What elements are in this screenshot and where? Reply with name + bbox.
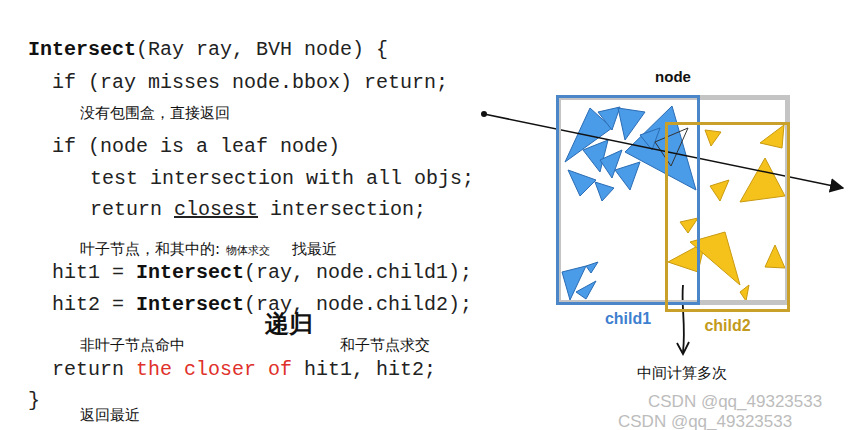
bbox-child: child1 <box>556 95 700 305</box>
box-heading: node <box>655 68 691 85</box>
box-heading: child2 <box>704 317 750 334</box>
annotation-row: 中间计算多次 <box>637 361 727 385</box>
gold-triangle <box>740 285 749 301</box>
annotation-row: 返回最近 <box>80 403 140 427</box>
annotation: 和子节点求交 <box>340 336 430 354</box>
outlined-triangle <box>655 128 688 166</box>
box-heading-wrap: node <box>541 67 805 87</box>
code-line-row: return closest intersection; <box>90 198 426 222</box>
code-line: Intersect <box>136 293 244 316</box>
annotation: 中间计算多次 <box>637 364 727 382</box>
code-line: closest <box>174 198 258 221</box>
code-line: return <box>90 198 162 221</box>
triangle-group <box>562 106 785 301</box>
handwritten-note-row: 递归 <box>265 312 313 339</box>
watermark-row: CSDN @qq_49323533 <box>648 390 822 414</box>
annotation: 找最近 <box>292 240 337 258</box>
leader-arrowhead <box>677 342 689 354</box>
gold-triangle <box>680 218 698 233</box>
code-line-row: Intersect(Ray ray, BVH node) { <box>28 38 388 62</box>
code-line-row: return the closer of hit1, hit2; <box>52 358 436 382</box>
blue-triangle <box>595 182 614 201</box>
blue-triangle <box>568 170 596 196</box>
blue-triangle <box>625 106 696 190</box>
blue-triangle <box>615 162 640 190</box>
annotation-row: 非叶子节点命中 <box>80 333 185 357</box>
bbox-child: child2 <box>665 122 790 312</box>
box-heading-wrap: child2 <box>648 316 807 336</box>
annotation: 物体求交 <box>226 244 270 257</box>
annotation-row: 叶子节点，和其中的: 物体求交 找最近 <box>80 237 337 263</box>
blue-triangle <box>576 281 596 299</box>
code-line: test intersection with all objs; <box>90 167 474 190</box>
code-line-row: if (ray misses node.bbox) return; <box>52 71 448 95</box>
code-line-row: test intersection with all objs; <box>90 167 474 191</box>
annotation: 返回最近 <box>80 406 140 424</box>
gold-triangle <box>765 245 785 268</box>
code-line: Intersect <box>28 38 136 61</box>
code-line: if (ray misses node.bbox) return; <box>52 71 448 94</box>
annotation: 叶子节点，和其中的: <box>80 240 220 258</box>
box-heading: child1 <box>605 310 651 327</box>
gold-triangle <box>710 180 729 201</box>
code-line: hit1, hit2; <box>304 358 436 381</box>
gold-triangle <box>760 125 784 148</box>
code-line: (Ray ray, BVH node) { <box>136 38 388 61</box>
blue-triangle <box>598 107 620 130</box>
box-heading-wrap: child1 <box>539 309 717 329</box>
blue-triangle <box>586 262 598 273</box>
annotation-row: 没有包围盒，直接返回 <box>80 101 230 125</box>
annotation-row: 和子节点求交 <box>340 333 430 357</box>
code-line-row: } <box>28 389 40 413</box>
bbox-node: nodechild1child2 <box>556 95 790 305</box>
code-line: the closer of <box>136 358 292 381</box>
code-line-row: hit1 = Intersect(ray, node.child1); <box>52 261 472 285</box>
annotation: 没有包围盒，直接返回 <box>80 104 230 122</box>
code-line: (ray, node.child1); <box>244 261 472 284</box>
gold-triangle <box>740 158 785 202</box>
code-line: intersection; <box>270 198 426 221</box>
gold-triangle <box>705 130 721 146</box>
code-line: return <box>52 358 124 381</box>
annotation: 非叶子节点命中 <box>80 336 185 354</box>
code-line: } <box>28 389 40 412</box>
code-line-row: hit2 =Intersect(ray, node.child2); <box>52 293 472 317</box>
code-line: hit1 = <box>52 261 124 284</box>
code-line: if (node is a leaf node) <box>52 135 340 158</box>
watermark: CSDN @qq_49323533 <box>618 412 792 430</box>
watermark-row: CSDN @qq_49323533 <box>618 410 792 430</box>
code-line: Intersect <box>136 261 244 284</box>
leader-line <box>683 285 684 352</box>
watermark: CSDN @qq_49323533 <box>648 392 822 411</box>
handwritten-note: 递归 <box>265 309 313 338</box>
code-line-row: if (node is a leaf node) <box>52 135 340 159</box>
code-line: hit2 = <box>52 293 124 316</box>
